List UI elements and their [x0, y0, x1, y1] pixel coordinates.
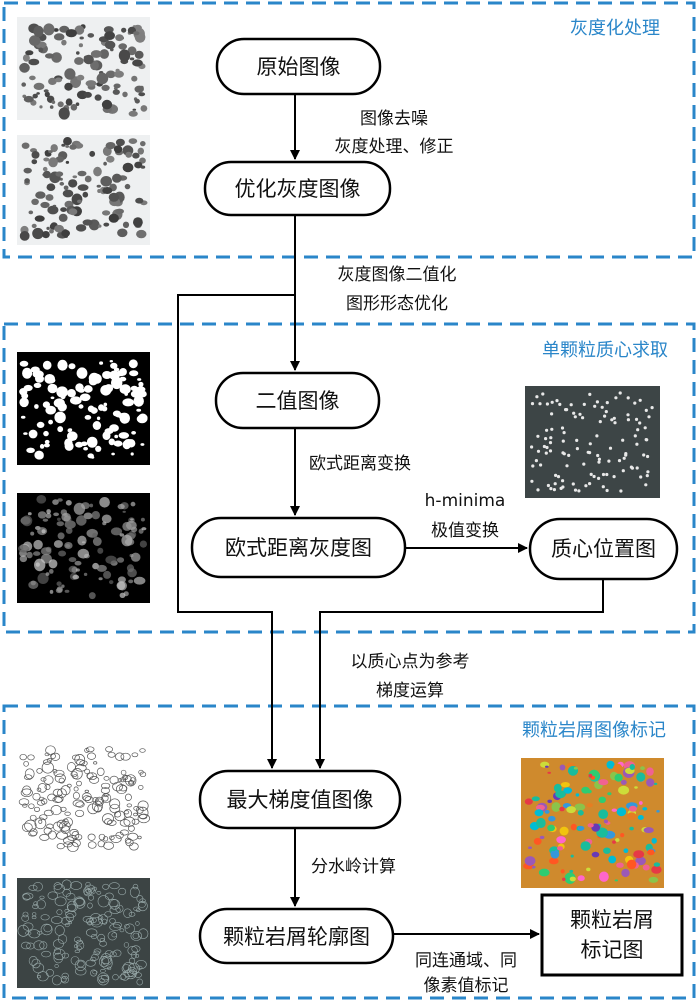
section-grayscale-border: [2, 1, 696, 259]
edge-label-binarize-line1: 灰度图像二值化: [338, 265, 457, 285]
edge-label-denoise-line1: 图像去噪: [360, 109, 428, 129]
edge-label-binarize-line2: 图形形态优化: [346, 294, 448, 314]
edge-label-hminima-line2: 极值变换: [431, 521, 499, 541]
gradient-map-thumbnail: [17, 878, 150, 988]
section-title-marking: 颗粒岩屑图像标记: [522, 720, 666, 741]
edge-label-denoise-line2: 灰度处理、修正: [335, 137, 454, 157]
section-marking-border: [2, 704, 696, 1000]
node-marked-map: 颗粒岩屑 标记图: [540, 893, 684, 977]
arrow-centroid-to-gradient: [315, 580, 604, 769]
node-optimized-gray-image-label: 优化灰度图像: [235, 177, 361, 201]
distance-map-thumbnail: [17, 493, 150, 603]
connectors: [177, 95, 604, 939]
node-marked-map-label-line2: 标记图: [581, 938, 644, 962]
edge-label-euclid: 欧式距离变换: [309, 454, 411, 474]
edge-label-hminima-line1: h-minima: [425, 491, 506, 511]
centroid-map-thumbnail: [525, 386, 660, 498]
section-title-centroid: 单颗粒质心求取: [542, 340, 668, 361]
node-contour-map-label: 颗粒岩屑轮廓图: [223, 925, 370, 949]
section-title-grayscale: 灰度化处理: [570, 18, 660, 39]
node-binary-image-label: 二值图像: [256, 389, 340, 413]
binary-mask-thumbnail: [17, 352, 150, 465]
edge-map-thumbnail: [17, 743, 150, 853]
node-centroid-position-map: 质心位置图: [528, 517, 679, 581]
node-original-image-label: 原始图像: [257, 55, 341, 79]
edge-label-gradient-line2: 梯度运算: [376, 681, 444, 701]
node-marked-map-label-line1: 颗粒岩屑: [570, 908, 654, 932]
node-max-gradient-image: 最大梯度值图像: [198, 769, 402, 830]
node-binary-image: 二值图像: [214, 371, 381, 430]
edge-label-labeling-line1: 同连通域、同: [415, 951, 517, 971]
section-centroid-border: [2, 322, 696, 634]
node-centroid-position-map-label: 质心位置图: [551, 537, 656, 561]
node-euclid-gray-map: 欧式距离灰度图: [190, 516, 407, 579]
node-optimized-gray-image: 优化灰度图像: [203, 160, 392, 217]
node-max-gradient-image-label: 最大梯度值图像: [227, 788, 374, 812]
node-contour-map: 颗粒岩屑轮廓图: [198, 907, 395, 965]
edge-label-labeling-line2: 像素值标记: [424, 976, 509, 996]
edge-label-watershed: 分水岭计算: [311, 857, 396, 877]
rock-photo-thumbnail: [17, 17, 150, 120]
labeled-map-thumbnail: [521, 758, 664, 888]
node-original-image: 原始图像: [215, 37, 382, 96]
bypass-line-to-gradient: [177, 294, 295, 769]
node-euclid-gray-map-label: 欧式距离灰度图: [225, 536, 372, 560]
gray-enhanced-thumbnail: [17, 135, 150, 245]
edge-label-gradient-line1: 以质心点为参考: [351, 652, 470, 672]
